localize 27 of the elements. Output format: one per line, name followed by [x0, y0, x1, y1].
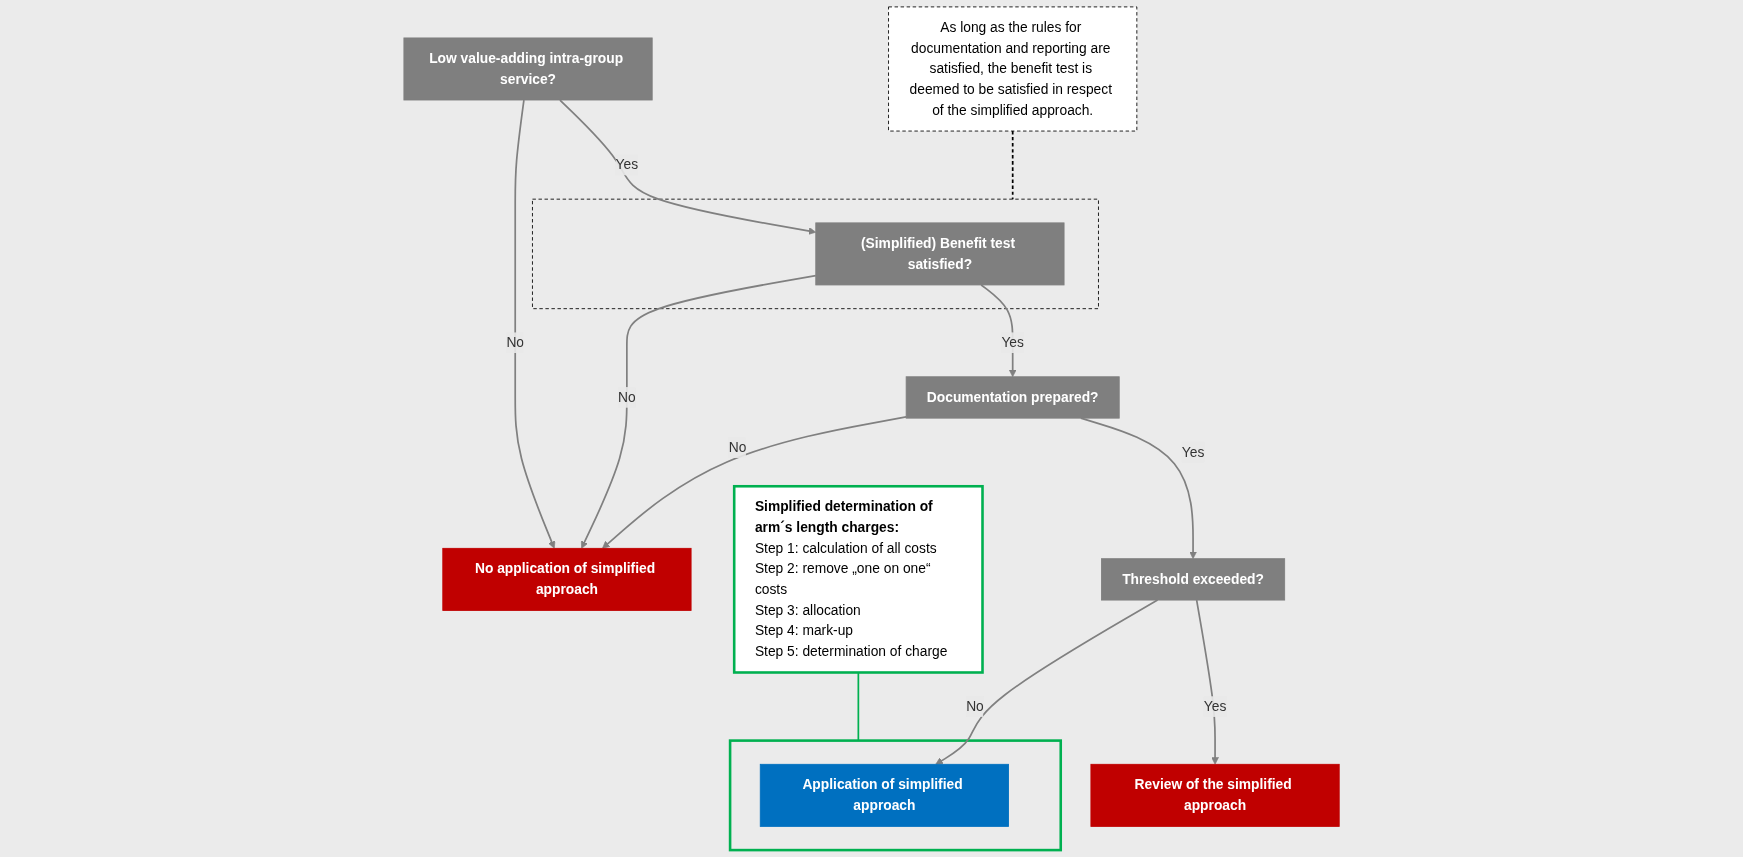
arrow [1195, 599, 1219, 765]
node-box: No application of simplified approach [442, 547, 692, 611]
cluster [531, 198, 1099, 310]
node-box: (Simplified) Benefit test satisfied? [815, 222, 1065, 286]
arrow [935, 599, 1159, 765]
node-box: Threshold exceeded? [1100, 558, 1286, 601]
node-box: Review of the simplified approach [1090, 763, 1340, 827]
node-box: Low value-adding intra-group service? [403, 37, 653, 101]
connector [1011, 130, 1014, 201]
cluster [728, 739, 1062, 852]
node-box: Documentation prepared? [905, 376, 1120, 419]
edge-label: Yes [1181, 444, 1205, 460]
arrow [581, 274, 817, 549]
arrow [602, 416, 907, 549]
edge-label: No [966, 698, 984, 714]
arrow [980, 284, 1017, 378]
edge-label: No [506, 334, 524, 350]
node-box: Simplified determination of arm´s length charges: Step 1: calculation of all costs Step 2: remove „one on one“ costs Step 3: allocation Step 4: mark-up Step 5: determination of charge [732, 484, 984, 674]
node-box: Application of simplified approach [759, 763, 1009, 827]
arrow [514, 99, 556, 549]
edge-label: No [617, 389, 636, 405]
arrow [559, 99, 817, 235]
node-box: As long as the rules for documentation and reporting are satisfied, the benefit test is deemed to be satisfied in respect of the simplified approach. [888, 6, 1138, 132]
edge-label: Yes [615, 157, 639, 173]
edge-label: Yes [1001, 334, 1024, 350]
edge-label: No [728, 439, 747, 455]
edge-label: Yes [1203, 698, 1227, 714]
